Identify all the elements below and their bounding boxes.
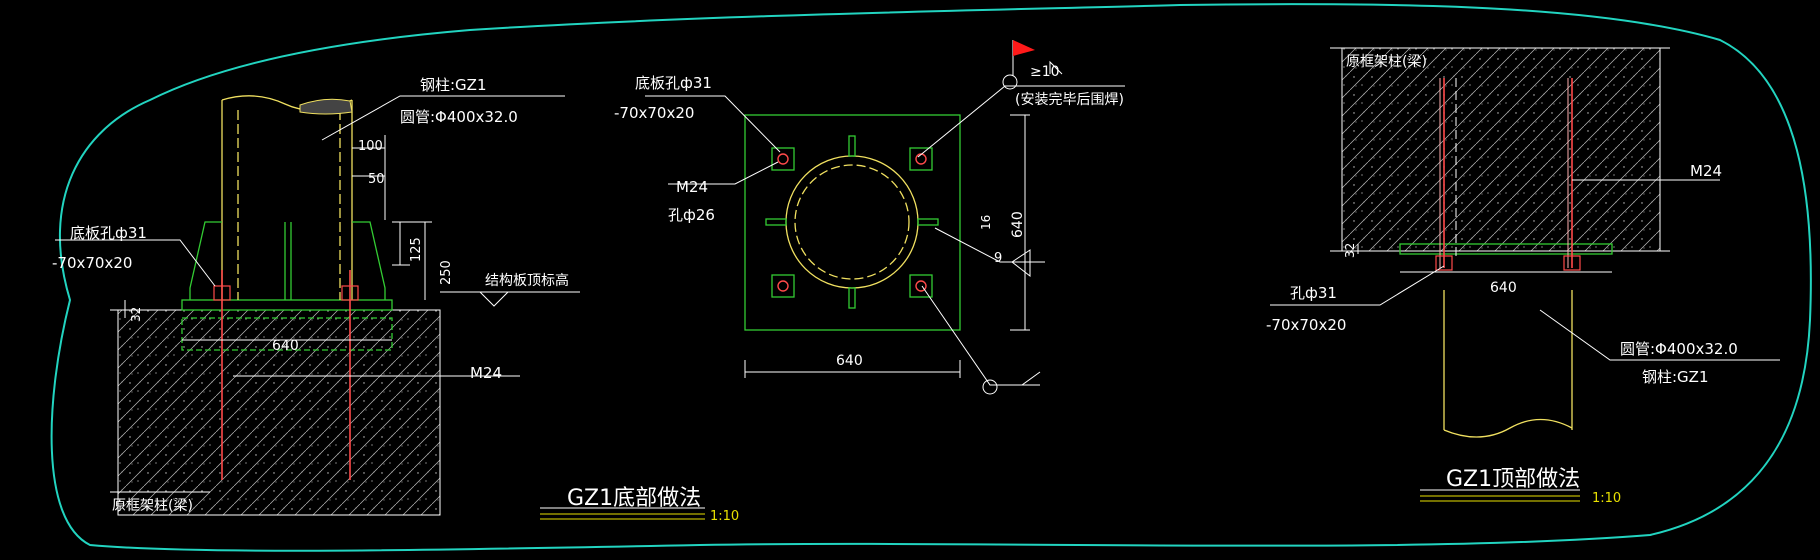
- bottom-column-label: 钢柱:GZ1: [420, 76, 487, 94]
- bottom-frame-label: 原框架柱(梁): [112, 498, 193, 514]
- top-scale: 1:10: [1592, 491, 1621, 506]
- concrete-frame-bottom: [117, 309, 441, 516]
- plan-bolt-holes: [771, 147, 933, 298]
- bottom-bolt-label: M24: [470, 364, 502, 382]
- plan-base-plate: [744, 114, 961, 331]
- top-column-label: 钢柱:GZ1: [1642, 368, 1709, 386]
- top-plate: [1399, 243, 1613, 255]
- plan-hole-label: 底板孔ф31: [635, 74, 712, 92]
- plan-dim-640-v: 640: [1010, 211, 1026, 238]
- bottom-dim-100: 100: [358, 139, 383, 154]
- bottom-plate-label: -70x70x20: [52, 254, 132, 272]
- top-dim-640: 640: [1490, 280, 1517, 296]
- plan-dim-640-h: 640: [836, 353, 863, 369]
- plan-bolt-hole-label: 孔ф26: [668, 206, 715, 224]
- bottom-hole-label: 底板孔ф31: [70, 224, 147, 242]
- top-hole-label: 孔ф31: [1290, 284, 1337, 302]
- bottom-dim-250: 250: [439, 260, 454, 285]
- base-plate-bottom: [181, 299, 393, 311]
- plan-weld-note: (安装完毕后围焊): [1015, 92, 1124, 108]
- bottom-dim-32: 32: [129, 307, 143, 322]
- top-plate-label: -70x70x20: [1266, 316, 1346, 334]
- top-pipe-label: 圆管:Φ400x32.0: [1620, 340, 1738, 358]
- bottom-dim-50: 50: [368, 172, 385, 187]
- plan-dim-16: 16: [979, 215, 993, 230]
- top-dim-32: 32: [1343, 243, 1357, 258]
- top-bolt-label: M24: [1690, 162, 1722, 180]
- plan-bolt-label: M24: [676, 178, 708, 196]
- bottom-title: GZ1底部做法: [567, 486, 701, 511]
- bottom-pipe-label: 圆管:Φ400x32.0: [400, 108, 518, 126]
- concrete-frame-top: [1341, 47, 1661, 252]
- bottom-elevation-label: 结构板顶标高: [485, 272, 569, 289]
- top-title: GZ1顶部做法: [1446, 467, 1580, 492]
- plan-weld-label: ≥10: [1030, 64, 1060, 80]
- plan-pipe: [785, 155, 919, 289]
- plan-plate-label: -70x70x20: [614, 104, 694, 122]
- top-frame-label: 原框架柱(梁): [1346, 54, 1427, 70]
- bottom-dim-640: 640: [272, 338, 299, 354]
- plan-view: 底板孔ф31 -70x70x20 M24 孔ф26 ≥10 (安装完毕后围焊) …: [614, 40, 1125, 395]
- plan-dim-9: 9: [994, 251, 1002, 266]
- bottom-scale: 1:10: [710, 509, 739, 524]
- bottom-detail: 钢柱:GZ1 圆管:Φ400x32.0 100 50 125 250 结构板顶标…: [52, 76, 739, 524]
- bottom-dim-125: 125: [409, 237, 424, 262]
- revision-cloud: [50, 3, 1812, 552]
- top-detail: 原框架柱(梁) M24 32 孔ф31 -70x70x20 640 圆管:Φ40…: [1266, 47, 1780, 506]
